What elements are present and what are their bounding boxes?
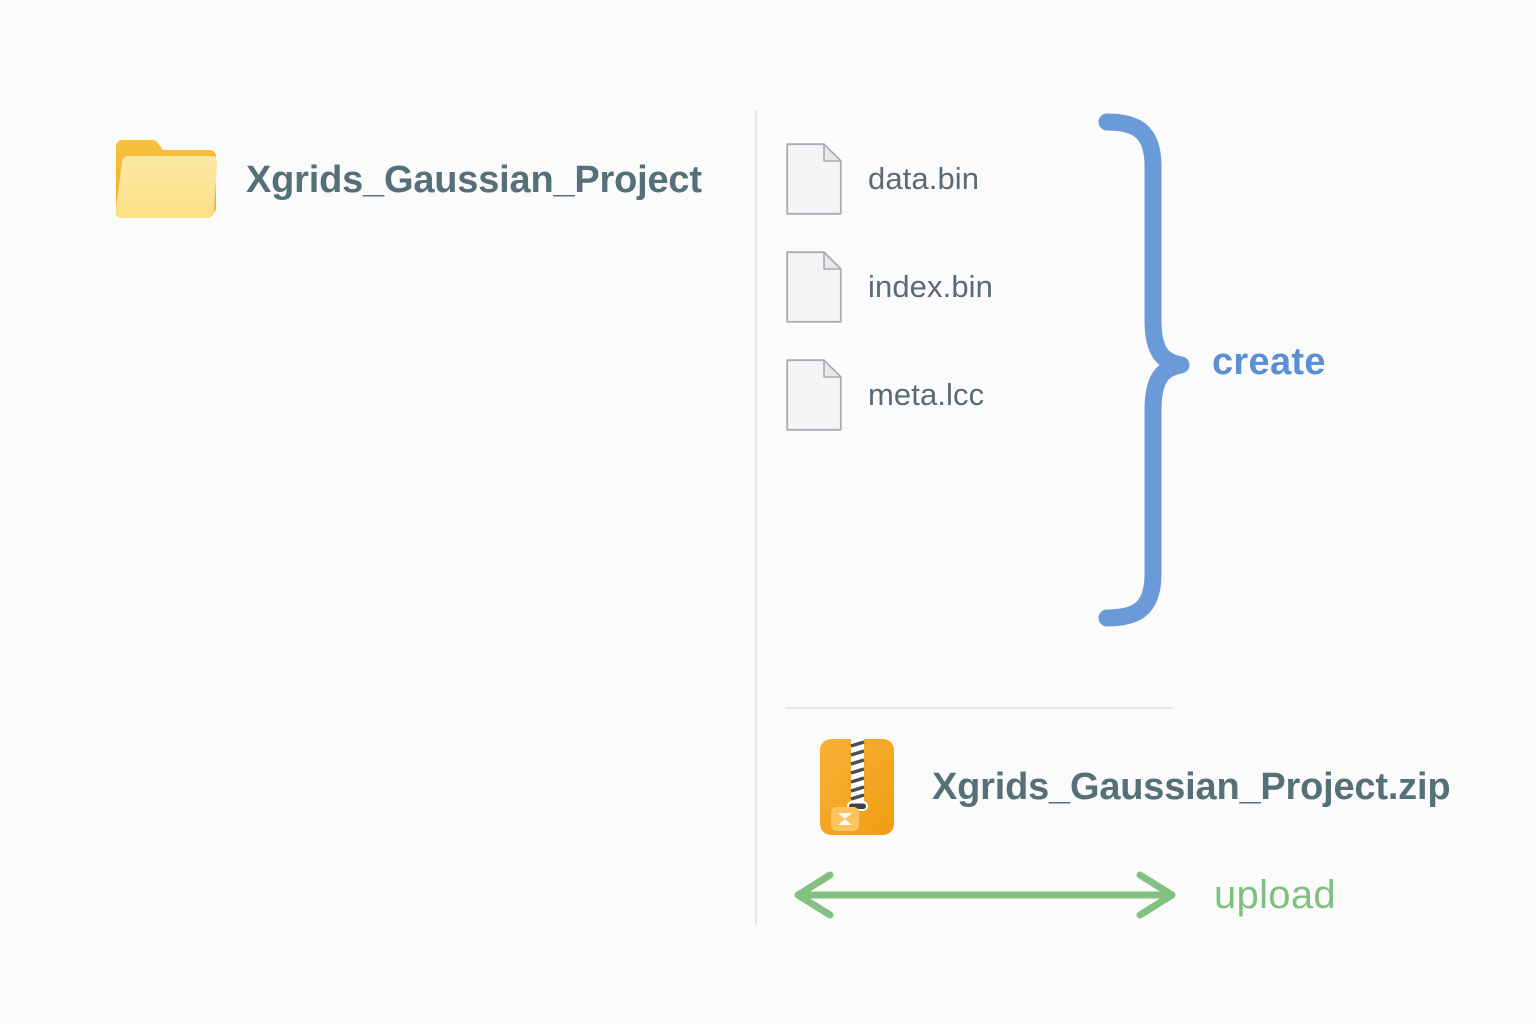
upload-action-row[interactable]: upload <box>790 868 1336 922</box>
horizontal-divider <box>785 707 1173 709</box>
upload-action-label: upload <box>1214 872 1336 917</box>
archive-label: Xgrids_Gaussian_Project.zip <box>932 765 1451 808</box>
list-item[interactable]: data.bin <box>786 136 993 222</box>
file-name: meta.lcc <box>868 377 985 412</box>
double-headed-arrow-icon <box>794 871 1176 919</box>
file-name: index.bin <box>868 269 993 304</box>
vertical-divider <box>755 110 757 925</box>
file-name: data.bin <box>868 161 980 196</box>
source-folder-row[interactable]: Xgrids_Gaussian_Project <box>112 137 702 223</box>
file-list: data.bin index.bin meta.lcc <box>786 136 993 460</box>
file-icon <box>786 359 842 431</box>
list-item[interactable]: meta.lcc <box>786 352 993 438</box>
curly-brace-icon <box>1098 113 1190 627</box>
create-brace-group <box>1095 108 1205 633</box>
zip-file-icon <box>820 739 894 835</box>
file-icon <box>786 143 842 215</box>
file-icon <box>786 251 842 323</box>
create-action-label: create <box>1212 341 1326 383</box>
folder-icon <box>115 140 218 218</box>
source-folder-label: Xgrids_Gaussian_Project <box>246 158 702 201</box>
list-item[interactable]: index.bin <box>786 244 993 330</box>
archive-row[interactable]: Xgrids_Gaussian_Project.zip <box>818 737 1451 837</box>
